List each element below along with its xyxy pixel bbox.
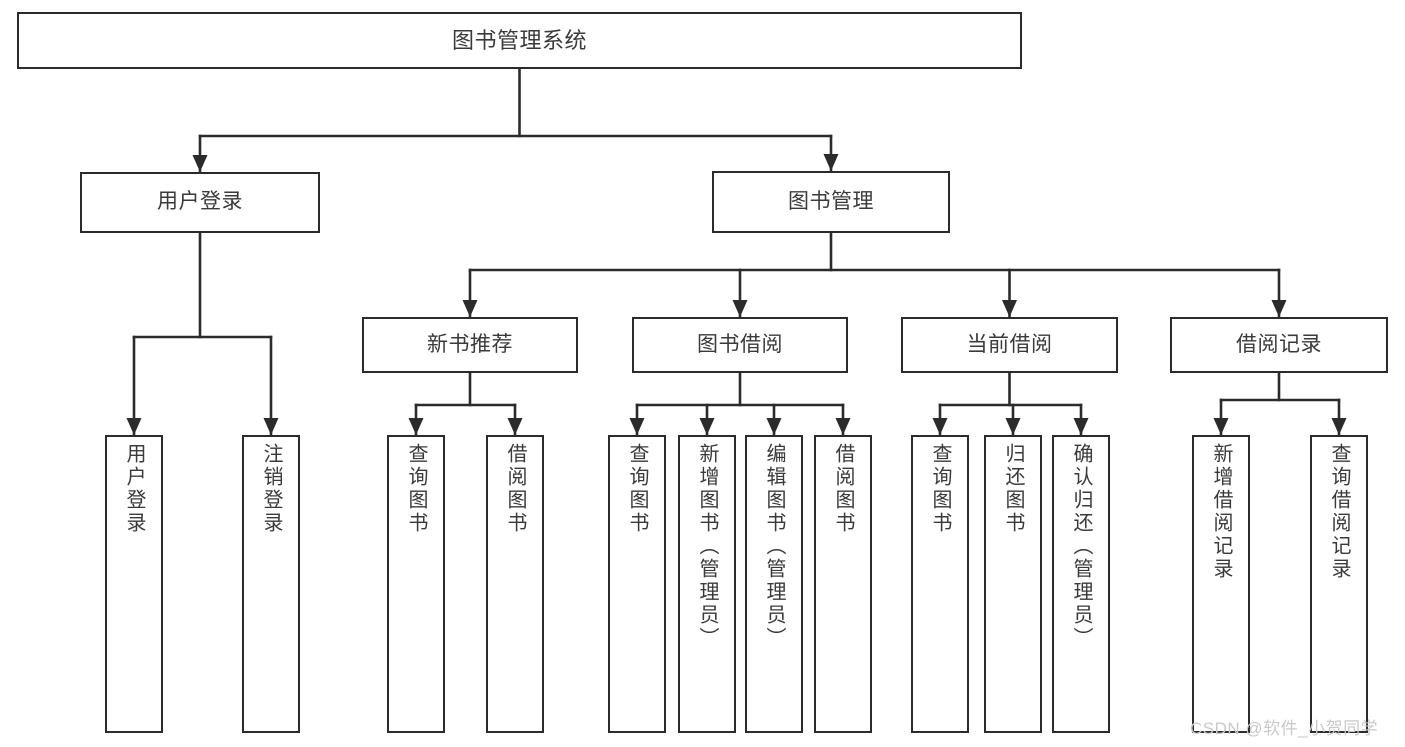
node-leaf-query-book-2[interactable]: 查询图书 [608, 435, 666, 733]
node-label: 新书推荐 [427, 332, 513, 356]
node-label: 图书管理 [788, 189, 874, 213]
node-label: 用户登录 [157, 190, 243, 214]
node-leaf-return-book[interactable]: 归还图书 [984, 435, 1042, 733]
node-leaf-add-record[interactable]: 新增借阅记录 [1192, 435, 1250, 733]
node-leaf-add-book[interactable]: 新增图书（管理员） [678, 435, 736, 733]
node-label: 归还图书 [1002, 443, 1024, 535]
node-label: 新增借阅记录 [1210, 443, 1232, 581]
node-label: 查询图书 [626, 443, 648, 535]
connector-arrowhead [1073, 418, 1089, 435]
node-label: 编辑图书（管理员） [763, 443, 785, 650]
node-label: 借阅图书 [832, 443, 854, 535]
node-label: 用户登录 [123, 443, 145, 535]
node-borrow-record[interactable]: 借阅记录 [1170, 317, 1388, 373]
connector-arrowhead [1002, 300, 1017, 317]
connector-arrowhead [823, 154, 839, 171]
node-label: 查询图书 [929, 443, 951, 535]
node-new-book-rec[interactable]: 新书推荐 [362, 317, 578, 373]
csdn-watermark: CSDN @软件_小贺同学 [1190, 719, 1379, 738]
connector-arrowhead [835, 418, 851, 435]
connector-arrowhead [1331, 418, 1347, 435]
node-label: 新增图书（管理员） [696, 443, 718, 650]
node-leaf-query-book-1[interactable]: 查询图书 [387, 435, 445, 733]
connector-arrowhead [699, 418, 715, 435]
node-leaf-user-login[interactable]: 用户登录 [105, 435, 163, 733]
connector-arrowhead [932, 418, 948, 435]
connector-arrowhead [126, 418, 142, 435]
node-label: 借阅记录 [1236, 332, 1322, 356]
node-leaf-borrow-book-2[interactable]: 借阅图书 [814, 435, 872, 733]
node-leaf-confirm-return[interactable]: 确认归还（管理员） [1052, 435, 1110, 733]
node-book-manage[interactable]: 图书管理 [712, 171, 950, 233]
node-label: 图书借阅 [697, 332, 783, 356]
connector-arrowhead [507, 418, 523, 435]
node-leaf-user-logout[interactable]: 注销登录 [242, 435, 300, 733]
connector-arrowhead [1213, 418, 1229, 435]
connector-arrowhead [1271, 300, 1287, 317]
node-label: 图书管理系统 [451, 27, 587, 53]
node-label: 确认归还（管理员） [1070, 443, 1092, 650]
node-leaf-query-record[interactable]: 查询借阅记录 [1310, 435, 1368, 733]
connector-arrowhead [732, 300, 748, 317]
node-current-borrow[interactable]: 当前借阅 [901, 317, 1118, 373]
node-root[interactable]: 图书管理系统 [17, 12, 1022, 69]
connector-arrowhead [1005, 418, 1021, 435]
connector-arrowhead [766, 418, 782, 435]
node-leaf-query-book-3[interactable]: 查询图书 [911, 435, 969, 733]
node-leaf-edit-book[interactable]: 编辑图书（管理员） [745, 435, 803, 733]
node-book-borrow[interactable]: 图书借阅 [632, 317, 848, 373]
connector-arrowhead [629, 418, 645, 435]
connector-arrowhead [263, 418, 279, 435]
connector-arrowhead [462, 300, 478, 317]
node-label: 借阅图书 [504, 443, 526, 535]
connector-arrowhead [408, 418, 424, 435]
node-label: 注销登录 [260, 443, 282, 535]
node-label: 查询图书 [405, 443, 427, 535]
node-leaf-borrow-book-1[interactable]: 借阅图书 [486, 435, 544, 733]
connector-arrowhead [192, 155, 208, 172]
node-user-login[interactable]: 用户登录 [80, 172, 320, 233]
node-label: 查询借阅记录 [1328, 443, 1350, 581]
node-label: 当前借阅 [966, 332, 1053, 356]
